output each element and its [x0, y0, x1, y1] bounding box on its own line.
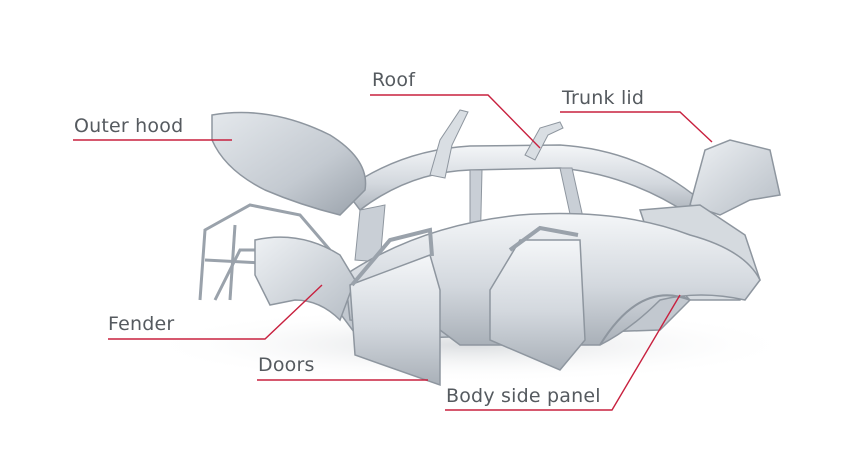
leader-fender [108, 284, 323, 340]
leader-body-side [445, 294, 681, 411]
fender-panel [254, 236, 356, 322]
outer-hood-panel [211, 111, 367, 216]
label-fender: Fender [108, 313, 175, 335]
label-roof: Roof [372, 69, 416, 91]
front-door-panel [349, 254, 441, 387]
trunk-lid-panel [689, 139, 781, 216]
label-doors: Doors [258, 354, 315, 376]
leader-lines [73, 94, 713, 411]
leader-trunk-lid [560, 111, 713, 143]
rear-door-panel [489, 239, 586, 371]
label-outer-hood: Outer hood [74, 115, 184, 137]
leader-roof [370, 94, 541, 149]
label-trunk-lid: Trunk lid [562, 87, 645, 109]
label-body-side-panel: Body side panel [446, 385, 601, 407]
